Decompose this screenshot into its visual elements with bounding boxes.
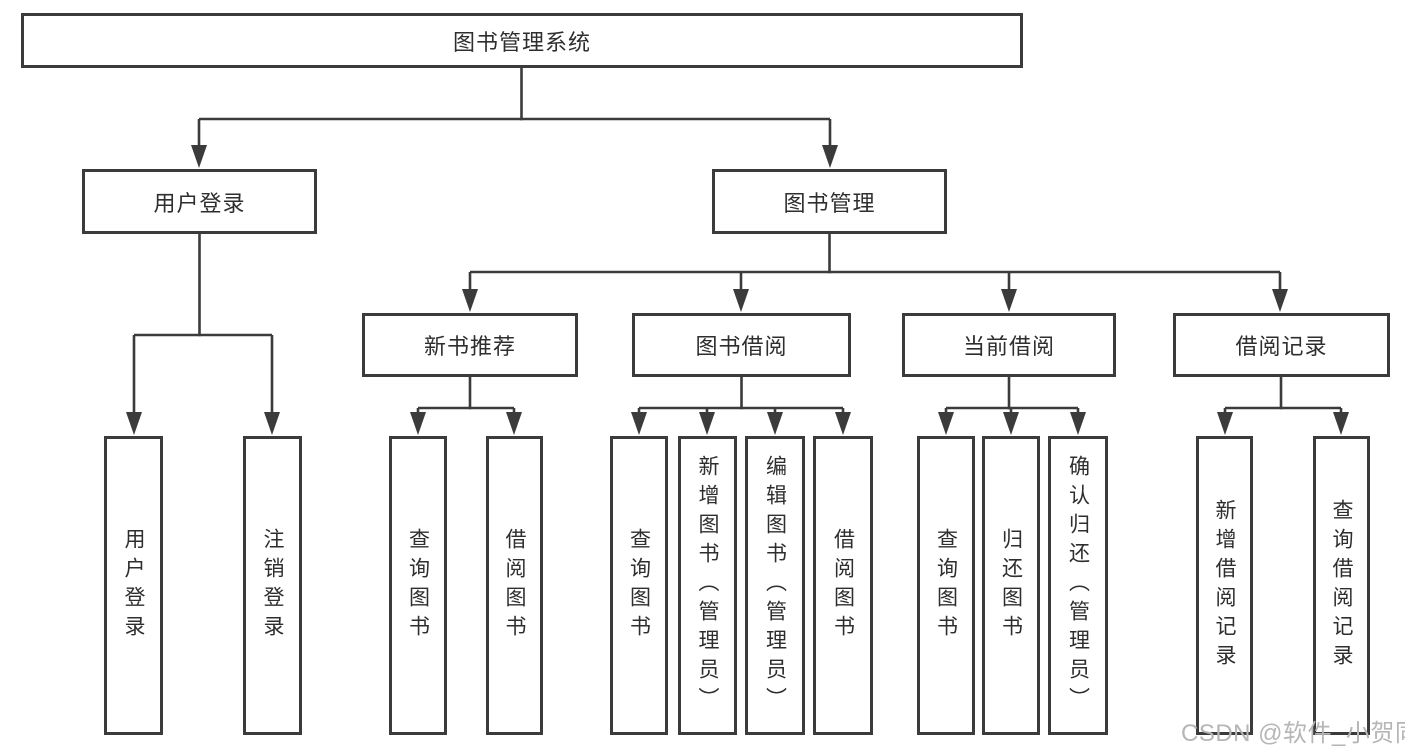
leaf-query-book-current: 查询图书 — [917, 436, 975, 735]
arrow-down-icon — [699, 412, 715, 435]
arrow-down-icon — [462, 289, 478, 312]
node-label: 查询图书 — [934, 527, 958, 644]
node-label: 编辑图书（管理员） — [763, 455, 787, 716]
arrow-down-icon — [733, 289, 749, 312]
node-label: 归还图书 — [999, 527, 1023, 644]
arrow-down-icon — [1003, 412, 1019, 435]
node-label: 借阅图书 — [831, 527, 855, 644]
arrow-down-icon — [506, 412, 522, 435]
arrow-down-icon — [410, 412, 426, 435]
node-label: 借阅图书 — [503, 527, 526, 644]
arrow-down-icon — [126, 412, 142, 435]
node-user-login: 用户登录 — [82, 169, 317, 234]
leaf-query-book-borrowing: 查询图书 — [610, 436, 668, 735]
leaf-borrow-book: 借阅图书 — [813, 436, 873, 735]
node-label: 查询借阅记录 — [1330, 498, 1353, 673]
arrow-down-icon — [1272, 289, 1288, 312]
arrow-down-icon — [1217, 412, 1233, 435]
arrow-down-icon — [631, 412, 647, 435]
leaf-query-book-recommend: 查询图书 — [389, 436, 447, 735]
node-label: 查询图书 — [627, 527, 651, 644]
node-current-borrowing: 当前借阅 — [902, 313, 1116, 377]
node-label: 新增图书（管理员） — [696, 455, 719, 716]
node-label: 查询图书 — [406, 527, 430, 644]
arrow-down-icon — [822, 145, 838, 168]
leaf-add-borrow-record: 新增借阅记录 — [1196, 436, 1253, 735]
node-new-book-recommend: 新书推荐 — [362, 313, 578, 377]
node-library-management-system: 图书管理系统 — [21, 13, 1023, 68]
node-label: 当前借阅 — [962, 334, 1055, 359]
leaf-logout: 注销登录 — [243, 436, 302, 735]
arrow-down-icon — [1070, 412, 1086, 435]
arrow-down-icon — [767, 412, 783, 435]
leaf-add-book-admin: 新增图书（管理员） — [678, 436, 737, 735]
leaf-borrow-book-recommend: 借阅图书 — [486, 436, 543, 735]
node-label: 新增借阅记录 — [1213, 498, 1236, 673]
leaf-edit-book-admin: 编辑图书（管理员） — [745, 436, 805, 735]
csdn-watermark: CSDN @软件_小贺同学 — [1181, 720, 1405, 747]
leaf-user-login: 用户登录 — [104, 436, 163, 735]
node-label: 图书借阅 — [695, 334, 788, 359]
node-label: 图书管理系统 — [452, 29, 591, 55]
node-label: 确认归还（管理员） — [1066, 455, 1090, 716]
arrow-down-icon — [1001, 289, 1017, 312]
node-label: 新书推荐 — [423, 334, 516, 359]
node-borrowing-records: 借阅记录 — [1173, 313, 1390, 377]
leaf-confirm-return-admin: 确认归还（管理员） — [1048, 436, 1108, 735]
arrow-down-icon — [191, 145, 207, 168]
node-label: 图书管理 — [783, 190, 876, 216]
node-book-management: 图书管理 — [712, 169, 947, 234]
arrow-down-icon — [1333, 412, 1349, 435]
arrow-down-icon — [835, 412, 851, 435]
node-label: 用户登录 — [122, 527, 145, 644]
node-book-borrowing: 图书借阅 — [632, 313, 851, 377]
node-label: 借阅记录 — [1235, 334, 1328, 359]
leaf-query-borrow-record: 查询借阅记录 — [1313, 436, 1370, 735]
node-label: 注销登录 — [261, 527, 284, 644]
leaf-return-book: 归还图书 — [982, 436, 1040, 735]
arrow-down-icon — [938, 412, 954, 435]
arrow-down-icon — [264, 412, 280, 435]
arrowheads — [126, 145, 1349, 435]
node-label: 用户登录 — [153, 190, 246, 216]
